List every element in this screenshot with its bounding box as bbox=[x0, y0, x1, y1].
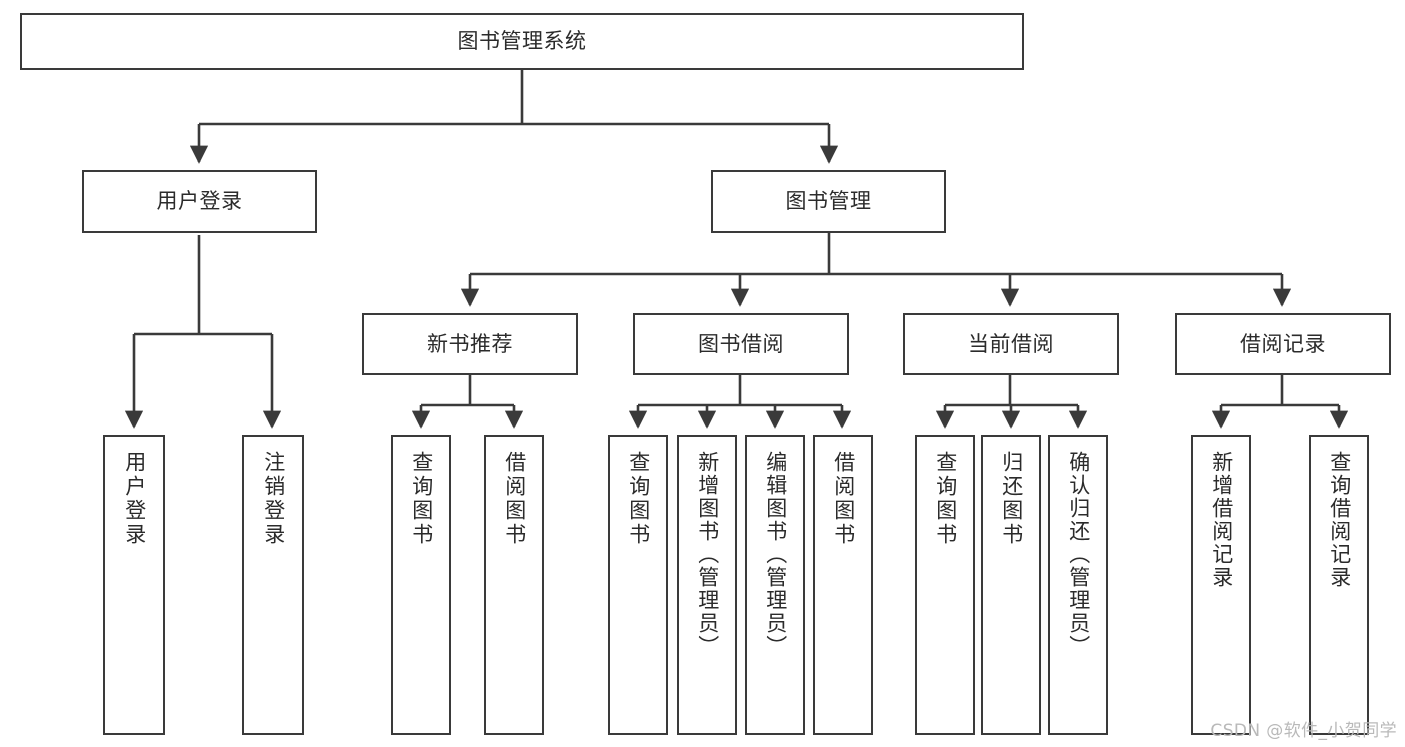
node-leaf-user-login[interactable]: 用户登录 bbox=[103, 435, 165, 735]
node-new-book-recommend[interactable]: 新书推荐 bbox=[362, 313, 578, 375]
node-leaf-borrow-book-2-label: 借阅图书 bbox=[831, 451, 856, 547]
node-borrow-record[interactable]: 借阅记录 bbox=[1175, 313, 1391, 375]
node-leaf-query-book-2-label: 查询图书 bbox=[626, 451, 651, 547]
node-leaf-query-book-3[interactable]: 查询图书 bbox=[915, 435, 975, 735]
node-root[interactable]: 图书管理系统 bbox=[20, 13, 1024, 70]
node-leaf-query-book-1[interactable]: 查询图书 bbox=[391, 435, 451, 735]
node-leaf-confirm-return-label: 确认归还（管理员） bbox=[1066, 451, 1091, 658]
node-current-borrow-label: 当前借阅 bbox=[968, 331, 1054, 356]
node-leaf-add-record-label: 新增借阅记录 bbox=[1209, 451, 1234, 589]
node-leaf-return-book-label: 归还图书 bbox=[999, 451, 1024, 547]
node-user-login[interactable]: 用户登录 bbox=[82, 170, 317, 233]
node-book-borrow[interactable]: 图书借阅 bbox=[633, 313, 849, 375]
node-leaf-query-record-label: 查询借阅记录 bbox=[1327, 451, 1352, 589]
node-book-manage[interactable]: 图书管理 bbox=[711, 170, 946, 233]
node-leaf-query-book-1-label: 查询图书 bbox=[409, 451, 434, 547]
node-leaf-edit-book-label: 编辑图书（管理员） bbox=[763, 451, 788, 658]
node-borrow-record-label: 借阅记录 bbox=[1240, 331, 1326, 356]
node-leaf-borrow-book-1[interactable]: 借阅图书 bbox=[484, 435, 544, 735]
node-leaf-user-login-label: 用户登录 bbox=[122, 451, 147, 547]
node-new-book-recommend-label: 新书推荐 bbox=[427, 331, 513, 356]
node-leaf-borrow-book-1-label: 借阅图书 bbox=[502, 451, 527, 547]
node-user-login-label: 用户登录 bbox=[156, 189, 243, 214]
node-root-label: 图书管理系统 bbox=[457, 29, 587, 54]
node-leaf-add-record[interactable]: 新增借阅记录 bbox=[1191, 435, 1251, 735]
node-leaf-query-record[interactable]: 查询借阅记录 bbox=[1309, 435, 1369, 735]
node-current-borrow[interactable]: 当前借阅 bbox=[903, 313, 1119, 375]
node-leaf-edit-book[interactable]: 编辑图书（管理员） bbox=[745, 435, 805, 735]
node-leaf-borrow-book-2[interactable]: 借阅图书 bbox=[813, 435, 873, 735]
csdn-watermark: CSDN @软件_小贺同学 bbox=[1210, 721, 1397, 741]
node-leaf-logout-login-label: 注销登录 bbox=[261, 451, 286, 547]
node-leaf-return-book[interactable]: 归还图书 bbox=[981, 435, 1041, 735]
node-leaf-add-book-label: 新增图书（管理员） bbox=[695, 451, 720, 658]
node-book-borrow-label: 图书借阅 bbox=[698, 331, 784, 356]
node-leaf-query-book-2[interactable]: 查询图书 bbox=[608, 435, 668, 735]
node-leaf-query-book-3-label: 查询图书 bbox=[933, 451, 958, 547]
node-leaf-confirm-return[interactable]: 确认归还（管理员） bbox=[1048, 435, 1108, 735]
node-leaf-add-book[interactable]: 新增图书（管理员） bbox=[677, 435, 737, 735]
node-leaf-logout-login[interactable]: 注销登录 bbox=[242, 435, 304, 735]
node-book-manage-label: 图书管理 bbox=[785, 189, 872, 214]
